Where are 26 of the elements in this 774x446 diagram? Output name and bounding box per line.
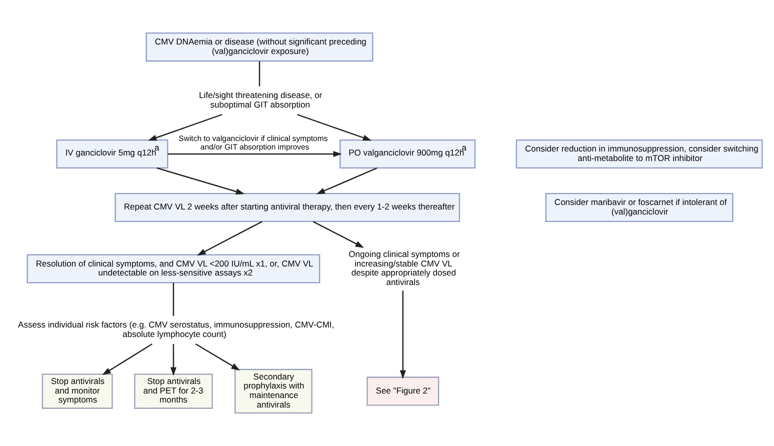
node-box: Consider maribavir or foscarnet if intolerant of (val)ganciclovir: [545, 192, 734, 222]
arrow: [197, 220, 262, 256]
arrow: [312, 220, 364, 248]
arrow: [156, 167, 245, 194]
arrow: [102, 343, 152, 376]
arrow: [195, 343, 240, 370]
arrow: [168, 150, 342, 158]
node-box: Stop antivirals and PET for 2-3 months: [134, 374, 213, 409]
arrow: [170, 344, 176, 376]
connector: [258, 61, 260, 86]
arrow: [400, 290, 406, 379]
node-text: Life/sight threatening disease, or suboptimal GIT absorption: [199, 90, 322, 110]
node-box: Stop antivirals and monitor symptoms: [42, 374, 113, 409]
edge-label: Switch to valganciclovir if clinical symptoms and/or GIT absorption improves: [178, 134, 328, 152]
node-box: Secondary prophylaxis with maintenance antivirals: [234, 368, 312, 414]
node-text: Assess individual risk factors (e.g. CMV serostatus, immunosuppression, CMV-CMI, absolute lymphocyte count): [18, 319, 334, 339]
arrow: [297, 114, 372, 141]
node-box: See "Figure 2": [366, 376, 440, 406]
node-box: CMV DNAemia or disease (without significant preceding (val)ganciclovir exposure): [146, 32, 374, 62]
node-box: Resolution of clinical symptoms, and CMV VL <200 IU/mL x1, or, CMV VL undetectable on less-sensitive assays x2: [26, 254, 320, 284]
node-text: Ongoing clinical symptoms or increasing/stable CMV VL despite appropriately dosed antivirals: [348, 248, 460, 287]
arrow: [316, 167, 378, 194]
arrow: [148, 114, 222, 141]
node-box: Repeat CMV VL 2 weeks after starting antiviral therapy, then every 1-2 weeks thereafter: [114, 192, 460, 222]
node-box: Consider reduction in immunosuppression, consider switching anti-metabolite to mTOR inhibitor: [516, 139, 763, 169]
connector: [172, 282, 174, 316]
